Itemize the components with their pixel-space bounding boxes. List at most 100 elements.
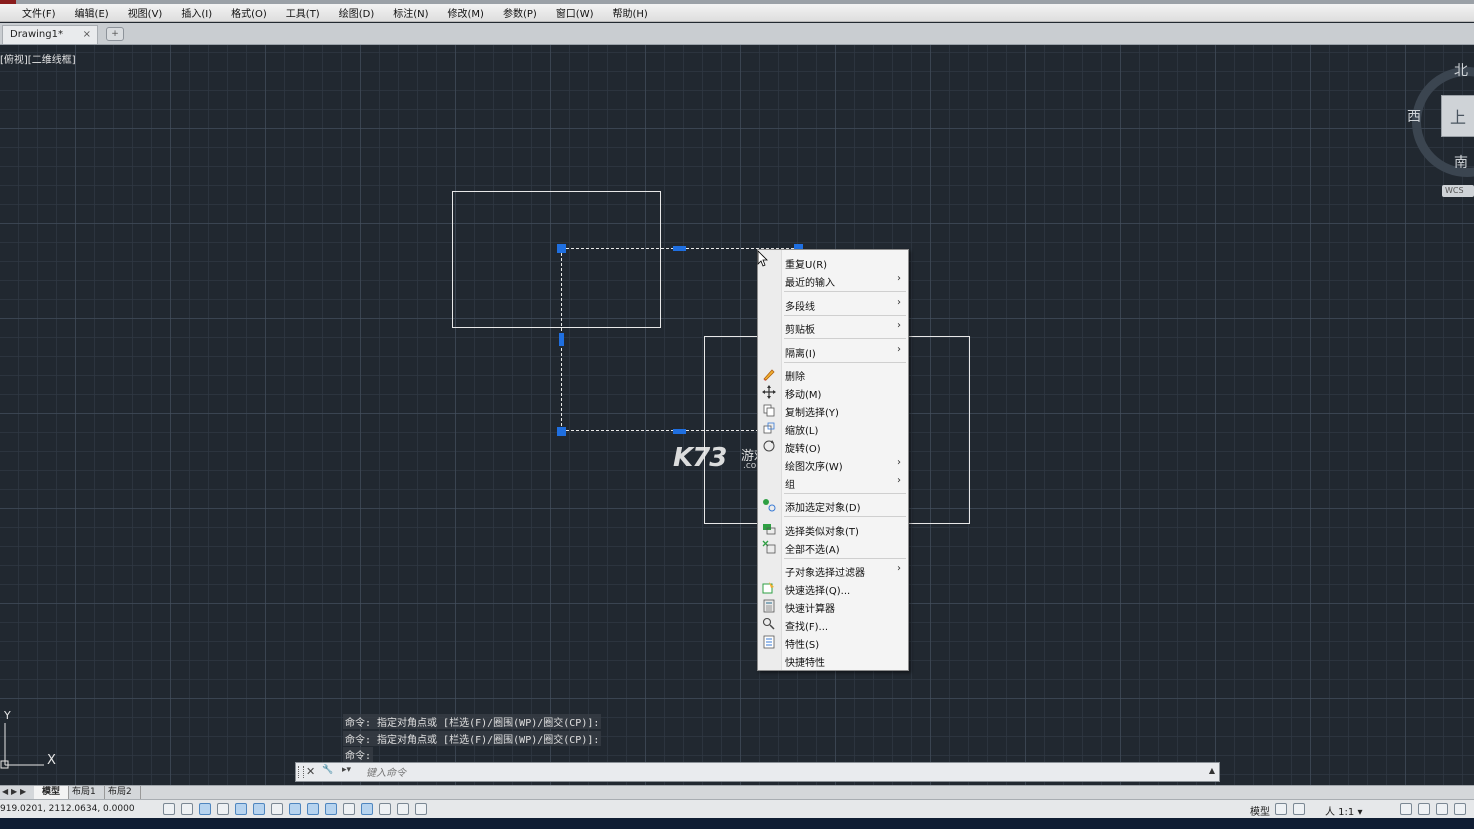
grip-midpoint-left[interactable] [559, 333, 564, 346]
grid-display-icon[interactable] [199, 803, 211, 815]
menu-item-draw-order[interactable]: 绘图次序(W)› [785, 457, 901, 473]
annotation-monitor-icon[interactable] [415, 803, 427, 815]
viewcube-south-label[interactable]: 南 [1454, 155, 1468, 171]
command-history-line: 命令: 指定对角点或 [栏选(F)/圈围(WP)/圈交(CP)]: [343, 731, 602, 746]
menu-tools[interactable]: 工具(T) [285, 9, 320, 20]
menu-item-scale[interactable]: 缩放(L) [758, 419, 908, 437]
menu-parametric[interactable]: 参数(P) [502, 9, 537, 20]
menu-separator [784, 558, 906, 559]
close-icon[interactable]: ✕ [306, 765, 316, 778]
wcs-menu-button[interactable]: WCS [1442, 185, 1474, 197]
menu-item-recent-input[interactable]: 最近的输入› [785, 273, 901, 289]
viewcube-west-label[interactable]: 西 [1407, 109, 1421, 125]
clean-screen-icon[interactable] [1436, 803, 1448, 815]
tab-layout2[interactable]: 布局2 [100, 786, 141, 799]
viewcube-top-face[interactable]: 上 [1441, 95, 1474, 137]
polar-tracking-icon[interactable] [235, 803, 247, 815]
infer-constraints-icon[interactable] [163, 803, 175, 815]
menu-item-select-similar[interactable]: 选择类似对象(T) [758, 520, 908, 538]
menu-modify[interactable]: 修改(M) [447, 9, 484, 20]
recent-commands-icon[interactable]: ▸▾ [342, 765, 352, 775]
menu-separator [784, 516, 906, 517]
annotation-scale[interactable]: 人 1:1 ▾ [1325, 807, 1363, 818]
menu-view[interactable]: 视图(V) [127, 9, 163, 20]
menu-item-find[interactable]: 查找(F)... [758, 615, 908, 633]
viewcube[interactable]: 北 西 南 上 WCS [1400, 57, 1474, 197]
grip-corner-top-right[interactable] [794, 244, 803, 253]
ortho-mode-icon[interactable] [217, 803, 229, 815]
grip-corner-top-left[interactable] [557, 244, 566, 253]
workspace-switch-icon[interactable] [1400, 803, 1412, 815]
tab-layout1[interactable]: 布局1 [64, 786, 105, 799]
menu-item-quick-properties[interactable]: 快捷特性 [785, 658, 825, 669]
menu-item-deselect-all[interactable]: 全部不选(A) [758, 538, 908, 556]
menu-item-add-selected[interactable]: 添加选定对象(D) [758, 496, 908, 514]
rectangle-1[interactable] [452, 191, 661, 328]
select-similar-icon [763, 524, 776, 535]
menu-item-rotate[interactable]: 旋转(O) [758, 437, 908, 455]
object-snap-tracking-icon[interactable] [289, 803, 301, 815]
new-drawing-tab-button[interactable]: + [106, 27, 124, 41]
selection-cycling-icon[interactable] [397, 803, 409, 815]
menu-file[interactable]: 文件(F) [22, 9, 56, 20]
status-menu-icon[interactable] [1454, 803, 1466, 815]
close-icon[interactable]: × [82, 29, 91, 40]
menu-item-move[interactable]: 移动(M) [758, 383, 908, 401]
dynamic-ucs-icon[interactable] [307, 803, 319, 815]
next-tab-icon[interactable]: ▶ [11, 787, 18, 796]
first-tab-icon[interactable]: ◀ [2, 787, 9, 796]
menu-window[interactable]: 窗口(W) [555, 9, 594, 20]
3d-object-snap-icon[interactable] [271, 803, 283, 815]
grip-corner-bottom-left[interactable] [557, 427, 566, 436]
chevron-right-icon: › [897, 320, 901, 331]
tab-drawing1[interactable]: Drawing1* × [2, 25, 98, 44]
menu-item-quick-calc[interactable]: 快速计算器 [758, 597, 908, 615]
menu-item-subobject-filter[interactable]: 子对象选择过滤器› [785, 563, 901, 579]
menu-edit[interactable]: 编辑(E) [74, 9, 109, 20]
toolbar-lock-icon[interactable] [1418, 803, 1430, 815]
menu-item-clipboard[interactable]: 剪贴板› [785, 320, 901, 336]
menu-item-erase[interactable]: 删除 [758, 365, 908, 383]
layout-tabs-bar: ◀ ▶ ▶ 模型 布局1 布局2 [0, 785, 1474, 800]
grip-midpoint-top[interactable] [673, 246, 686, 251]
last-tab-icon[interactable]: ▶ [20, 787, 27, 796]
object-snap-icon[interactable] [253, 803, 265, 815]
transparency-icon[interactable] [361, 803, 373, 815]
model-space-toggle[interactable]: 模型 [1250, 807, 1270, 818]
menu-item-repeat[interactable]: 重复U(R) [785, 260, 828, 271]
command-line: ✕ 🔧 ▸▾ ▲ [295, 762, 1220, 782]
menu-item-group[interactable]: 组› [785, 475, 901, 491]
menu-format[interactable]: 格式(O) [231, 9, 267, 20]
quick-properties-icon[interactable] [379, 803, 391, 815]
tab-model[interactable]: 模型 [34, 786, 70, 799]
dynamic-input-icon[interactable] [325, 803, 337, 815]
command-input[interactable] [364, 765, 1208, 781]
menu-item-properties[interactable]: 特性(S) [758, 633, 908, 651]
menu-item-isolate[interactable]: 隔离(I)› [785, 344, 901, 360]
menu-item-polyline[interactable]: 多段线› [785, 297, 901, 313]
viewport-controls-label[interactable]: [俯视][二维线框] [0, 55, 76, 66]
menu-insert[interactable]: 插入(I) [181, 9, 213, 20]
quick-view-layouts-icon[interactable] [1275, 803, 1287, 815]
menu-draw[interactable]: 绘图(D) [338, 9, 375, 20]
viewcube-north-label[interactable]: 北 [1454, 63, 1468, 79]
grip-midpoint-bottom[interactable] [673, 429, 686, 434]
drawing-canvas[interactable]: [俯视][二维线框] 北 西 南 上 WCS Y X K73 游戏之家 .com [0, 45, 1474, 785]
drag-handle-icon[interactable] [298, 766, 304, 778]
snap-mode-icon[interactable] [181, 803, 193, 815]
context-menu: 重复U(R) 最近的输入› 多段线› 剪贴板› 隔离(I)› 删除 移动(M) … [757, 249, 909, 671]
wcs-label: WCS [1445, 186, 1464, 195]
viewcube-face-label: 上 [1450, 108, 1467, 127]
menu-dimension[interactable]: 标注(N) [393, 9, 429, 20]
menu-item-copy-selection[interactable]: 复制选择(Y) [758, 401, 908, 419]
menu-help[interactable]: 帮助(H) [612, 9, 648, 20]
coordinates-readout[interactable]: 919.0201, 2112.0634, 0.0000 [0, 804, 135, 814]
ucs-icon: Y X [0, 705, 70, 775]
customize-icon[interactable]: 🔧 [322, 765, 334, 775]
chevron-right-icon: › [897, 457, 901, 468]
expand-history-icon[interactable]: ▲ [1208, 766, 1215, 775]
quick-view-drawings-icon[interactable] [1293, 803, 1305, 815]
menu-item-quick-select[interactable]: 快速选择(Q)... [758, 579, 908, 597]
mouse-cursor-icon [757, 250, 768, 267]
lineweight-icon[interactable] [343, 803, 355, 815]
